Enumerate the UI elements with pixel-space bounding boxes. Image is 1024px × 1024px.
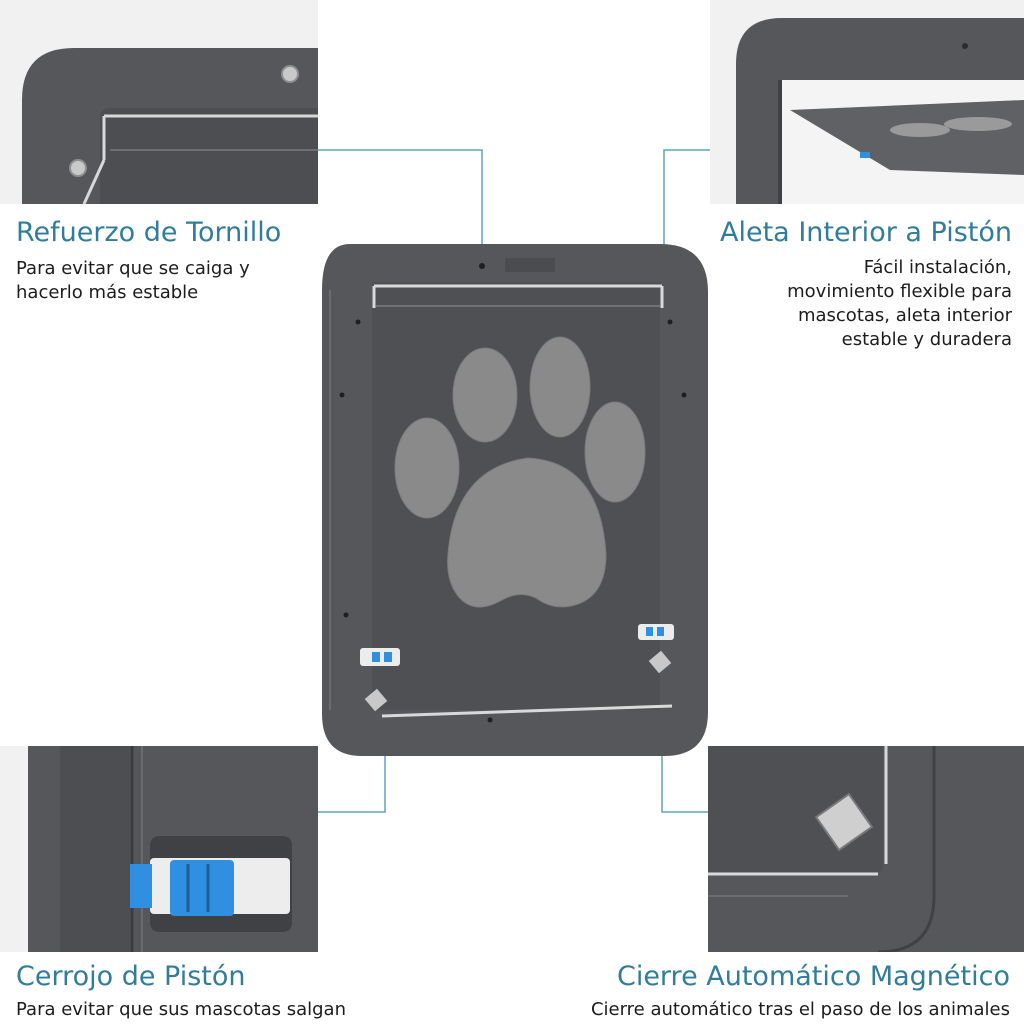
- latch-detail-panel: [0, 746, 318, 952]
- feature-desc-line: Para evitar que se caiga y: [16, 258, 250, 279]
- feature-desc-flap: Fácil instalación, movimiento flexible p…: [787, 256, 1012, 352]
- magnet-icon: [814, 792, 874, 852]
- magnet-detail-panel: [708, 746, 1024, 952]
- screw-icon: [281, 65, 299, 83]
- feature-desc-latch: Para evitar que sus mascotas salgan: [16, 998, 346, 1022]
- feature-desc-line: Fácil instalación,: [863, 257, 1012, 278]
- feature-title-screw: Refuerzo de Tornillo: [16, 217, 282, 248]
- screw-icon: [69, 159, 87, 177]
- feature-title-magnet: Cierre Automático Magnético: [616, 961, 1010, 992]
- paw-print-icon: [394, 336, 646, 608]
- feature-desc-line: mascotas, aleta interior: [797, 305, 1012, 326]
- latch-icon: [170, 860, 234, 916]
- flap-detail-panel: [710, 0, 1024, 204]
- pet-door-product: [322, 244, 708, 756]
- feature-desc-magnet: Cierre automático tras el paso de los an…: [591, 998, 1010, 1022]
- feature-desc-line: Para evitar que sus mascotas salgan: [16, 999, 346, 1020]
- screw-detail-panel: [0, 0, 318, 204]
- feature-desc-line: movimiento flexible para: [787, 281, 1012, 302]
- feature-desc-line: hacerlo más estable: [16, 282, 199, 303]
- feature-title-latch: Cerrojo de Pistón: [16, 961, 246, 992]
- feature-desc-line: Cierre automático tras el paso de los an…: [590, 999, 1010, 1020]
- feature-desc-screw: Para evitar que se caiga y hacerlo más e…: [16, 257, 250, 305]
- feature-desc-line: estable y duradera: [841, 329, 1012, 350]
- feature-title-flap: Aleta Interior a Pistón: [720, 217, 1012, 248]
